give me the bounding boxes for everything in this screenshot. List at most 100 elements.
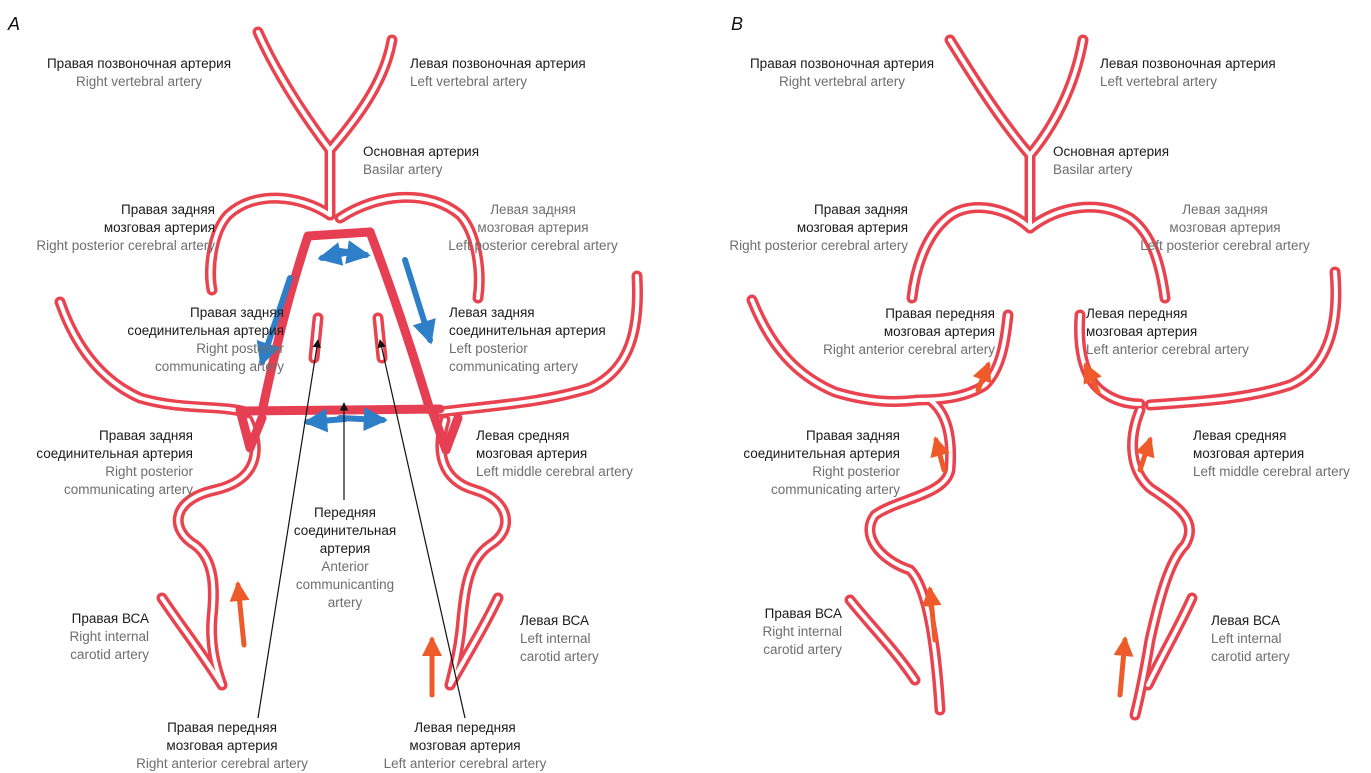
b-left-ica-en2: carotid artery [1211, 648, 1290, 666]
b-flow-arrows [930, 365, 1150, 695]
b-left-mca-ru2: мозговая артерия [1193, 445, 1350, 463]
a-right-pcom-upper-ru1: Правая задняя [127, 304, 284, 322]
a-left-aca-ru2: мозговая артерия [384, 737, 547, 755]
a-right-ica-label: Правая ВСА Right internal carotid artery [69, 610, 149, 664]
b-flow-arrow-right-pcom [936, 440, 944, 470]
a-right-pca-ru2: мозговая артерия [36, 219, 215, 237]
b-right-vertebral-en: Right vertebral artery [750, 73, 934, 91]
b-flow-arrow-left-mca [1140, 440, 1150, 470]
a-acom-ru1: Передняя [294, 504, 396, 522]
a-acom-en2: communicanting [294, 576, 396, 594]
b-right-aca-ru2: мозговая артерия [823, 323, 995, 341]
b-left-aca-ru1: Левая передняя [1086, 305, 1249, 323]
b-left-vertebral-artery [1030, 40, 1083, 155]
a-right-posterior-cerebral-artery [211, 198, 330, 290]
a-left-pca-ru1: Левая задняя [448, 201, 618, 219]
b-right-ica-en2: carotid artery [762, 641, 842, 659]
b-left-pca-ru2: мозговая артерия [1140, 219, 1310, 237]
a-left-pcom-ru2: соединительная артерия [449, 322, 606, 340]
a-right-vertebral-label: Правая позвоночная артерия Right vertebr… [47, 55, 231, 91]
b-left-ica-en1: Left internal [1211, 630, 1290, 648]
b-right-pcom-ru2: соединительная артерия [743, 445, 900, 463]
a-right-pcom-lower-label: Правая задняя соединительная артерия Rig… [36, 427, 193, 499]
b-left-mca-label: Левая средняя мозговая артерия Left midd… [1193, 427, 1350, 481]
b-left-ica-ru: Левая ВСА [1211, 612, 1290, 630]
a-left-pcom-en2: communicating artery [449, 358, 606, 376]
b-left-aca-label: Левая передняя мозговая артерия Left ant… [1086, 305, 1249, 359]
b-right-ica-ru: Правая ВСА [762, 605, 842, 623]
a-right-pca-en: Right posterior cerebral artery [36, 237, 215, 255]
a-right-pcom-upper-en1: Right posterior [127, 340, 284, 358]
b-basilar-ru: Основная артерия [1053, 143, 1169, 161]
a-left-pcom-ru1: Левая задняя [449, 304, 606, 322]
a-left-vertebral-label: Левая позвоночная артерия Left vertebral… [410, 55, 586, 91]
a-acom-ru3: артерия [294, 540, 396, 558]
a-right-pca-ru1: Правая задняя [36, 201, 215, 219]
b-right-pcom-ru1: Правая задняя [743, 427, 900, 445]
b-right-pca-ru1: Правая задняя [729, 201, 908, 219]
a-left-mca-label: Левая средняя мозговая артерия Left midd… [476, 427, 633, 481]
b-right-pca-label: Правая задняя мозговая артерия Right pos… [729, 201, 908, 255]
b-right-vertebral-ru: Правая позвоночная артерия [750, 55, 934, 73]
a-right-pcom-upper-ru2: соединительная артерия [127, 322, 284, 340]
b-left-vertebral-ru: Левая позвоночная артерия [1100, 55, 1276, 73]
b-right-pca-en: Right posterior cerebral artery [729, 237, 908, 255]
a-right-aca-ru2: мозговая артерия [136, 737, 308, 755]
a-posterior-segment [308, 232, 370, 236]
b-right-vertebral-label: Правая позвоночная артерия Right vertebr… [750, 55, 934, 91]
a-left-pca-en: Left posterior cerebral artery [448, 237, 618, 255]
b-left-aca-ru2: мозговая артерия [1086, 323, 1249, 341]
b-right-pca-ru2: мозговая артерия [729, 219, 908, 237]
panel-b-letter: B [731, 14, 743, 35]
b-left-pca-en: Left posterior cerebral artery [1140, 237, 1310, 255]
b-left-mca-ru1: Левая средняя [1193, 427, 1350, 445]
b-right-aca-en: Right anterior cerebral artery [823, 341, 995, 359]
a-left-vertebral-artery [330, 40, 392, 150]
a-left-ica-en2: carotid artery [520, 648, 599, 666]
a-flow-arrow-right-ica [238, 585, 244, 645]
a-right-aca-en: Right anterior cerebral artery [136, 755, 308, 773]
a-left-vertebral-en: Left vertebral artery [410, 73, 586, 91]
a-right-pcom-upper-label: Правая задняя соединительная артерия Rig… [127, 304, 284, 376]
a-acom-en1: Anterior [294, 558, 396, 576]
a-left-ica-ru: Левая ВСА [520, 612, 599, 630]
a-right-pcom-lower-ru1: Правая задняя [36, 427, 193, 445]
b-left-vertebral-en: Left vertebral artery [1100, 73, 1276, 91]
a-flow-arrow-posterior-right [340, 251, 366, 255]
panel-a-letter: A [8, 14, 20, 35]
a-left-ica-label: Левая ВСА Left internal carotid artery [520, 612, 599, 666]
b-left-pca-label: Левая задняя мозговая артерия Left poste… [1140, 201, 1310, 255]
b-right-pcom-en2: communicating artery [743, 481, 900, 499]
a-right-ica-en1: Right internal [69, 628, 149, 646]
a-flow-arrow-anterior-right [340, 418, 383, 420]
a-left-aca-en: Left anterior cerebral artery [384, 755, 547, 773]
a-left-vertebral-ru: Левая позвоночная артерия [410, 55, 586, 73]
b-right-ica-en1: Right internal [762, 623, 842, 641]
b-right-ica-label: Правая ВСА Right internal carotid artery [762, 605, 842, 659]
a-left-ica-en1: Left internal [520, 630, 599, 648]
a-acom-label: Передняя соединительная артерия Anterior… [294, 504, 396, 612]
a-right-aca-ru1: Правая передняя [136, 719, 308, 737]
b-right-pcom-en1: Right posterior [743, 463, 900, 481]
a-left-aca-ru1: Левая передняя [384, 719, 547, 737]
a-right-pca-label: Правая задняя мозговая артерия Right pos… [36, 201, 215, 255]
a-right-pcom-lower-en1: Right posterior [36, 463, 193, 481]
b-left-pca-ru1: Левая задняя [1140, 201, 1310, 219]
a-right-aca-label: Правая передняя мозговая артерия Right a… [136, 719, 308, 773]
b-basilar-en: Basilar artery [1053, 161, 1169, 179]
a-right-ica-en2: carotid artery [69, 646, 149, 664]
b-left-ica-label: Левая ВСА Left internal carotid artery [1211, 612, 1290, 666]
b-left-mca-en: Left middle cerebral artery [1193, 463, 1350, 481]
b-left-aca-en: Left anterior cerebral artery [1086, 341, 1249, 359]
a-right-vertebral-en: Right vertebral artery [47, 73, 231, 91]
a-acom-ru2: соединительная [294, 522, 396, 540]
b-right-aca-label: Правая передняя мозговая артерия Right a… [823, 305, 995, 359]
a-left-pcom-label: Левая задняя соединительная артерия Left… [449, 304, 606, 376]
b-right-aca-ru1: Правая передняя [823, 305, 995, 323]
a-right-pcom-lower-ru2: соединительная артерия [36, 445, 193, 463]
a-left-pca-label: Левая задняя мозговая артерия Left poste… [448, 201, 618, 255]
a-left-pcom-en1: Left posterior [449, 340, 606, 358]
b-right-posterior-cerebral-artery [912, 208, 1030, 298]
a-left-mca-en: Left middle cerebral artery [476, 463, 633, 481]
